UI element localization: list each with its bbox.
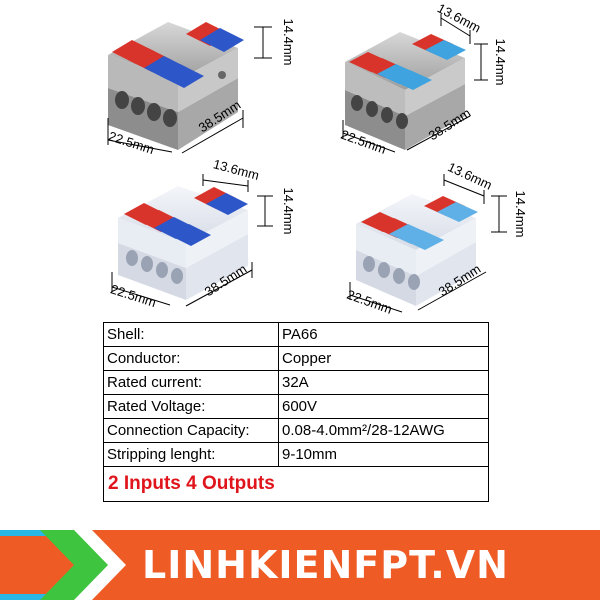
spec-value: 32A xyxy=(278,370,489,395)
dim-bottom-left-height: 14.4mm xyxy=(281,188,296,235)
spec-row: Connection Capacity: 0.08-4.0mm²/28-12AW… xyxy=(103,418,489,443)
spec-label: Shell: xyxy=(103,322,279,347)
spec-value: Copper xyxy=(278,346,489,371)
spec-label: Connection Capacity: xyxy=(103,418,279,443)
product-watermark-left: LINHKIENFPT.VN xyxy=(238,279,327,291)
dim-top-right-height: 14.4mm xyxy=(493,39,508,86)
spec-row: Stripping lenght: 9-10mm xyxy=(103,442,489,467)
dim-bottom-right-height: 14.4mm xyxy=(513,191,528,238)
spec-value: 9-10mm xyxy=(278,442,489,467)
dim-bottom-right-top: 13.6mm xyxy=(445,159,494,192)
spec-footer-row: 2 Inputs 4 Outputs xyxy=(103,466,489,502)
spec-row: Conductor: Copper xyxy=(103,346,489,371)
spec-label: Conductor: xyxy=(103,346,279,371)
spec-value: 600V xyxy=(278,394,489,419)
spec-value: 0.08-4.0mm²/28-12AWG xyxy=(278,418,489,443)
product-photos: 14.4mm 22.5mm 38.5mm 13.6mm 14.4mm 22.5m… xyxy=(107,0,528,316)
spec-label: Stripping lenght: xyxy=(103,442,279,467)
dim-top-left-height: 14.4mm xyxy=(281,19,296,66)
dimension-lines-top-right xyxy=(342,14,488,153)
spec-value: PA66 xyxy=(278,322,489,347)
connector-clear-front xyxy=(118,186,248,300)
dim-top-right-top: 13.6mm xyxy=(435,0,484,35)
connector-grey-angle xyxy=(345,32,466,150)
brand-name: LINHKIENFPT.VN xyxy=(142,543,509,587)
spec-row: Rated Voltage: 600V xyxy=(103,394,489,419)
spec-row: Shell: PA66 xyxy=(103,322,489,347)
spec-label: Rated Voltage: xyxy=(103,394,279,419)
spec-row: Rated current: 32A xyxy=(103,370,489,395)
connector-grey-front xyxy=(108,22,244,150)
dimension-lines-top-left xyxy=(107,26,272,154)
brand-banner: LINHKIENFPT.VN xyxy=(0,530,600,600)
dimension-lines-bottom-left xyxy=(111,174,273,307)
connector-clear-angle xyxy=(356,194,478,306)
spec-label: Rated current: xyxy=(103,370,279,395)
dimension-lines-bottom-right xyxy=(349,174,507,313)
spec-table: Shell: PA66 Conductor: Copper Rated curr… xyxy=(103,322,489,502)
chevron-logo-icon xyxy=(0,530,126,600)
io-summary: 2 Inputs 4 Outputs xyxy=(103,466,489,502)
dim-bottom-left-top: 13.6mm xyxy=(212,156,261,183)
